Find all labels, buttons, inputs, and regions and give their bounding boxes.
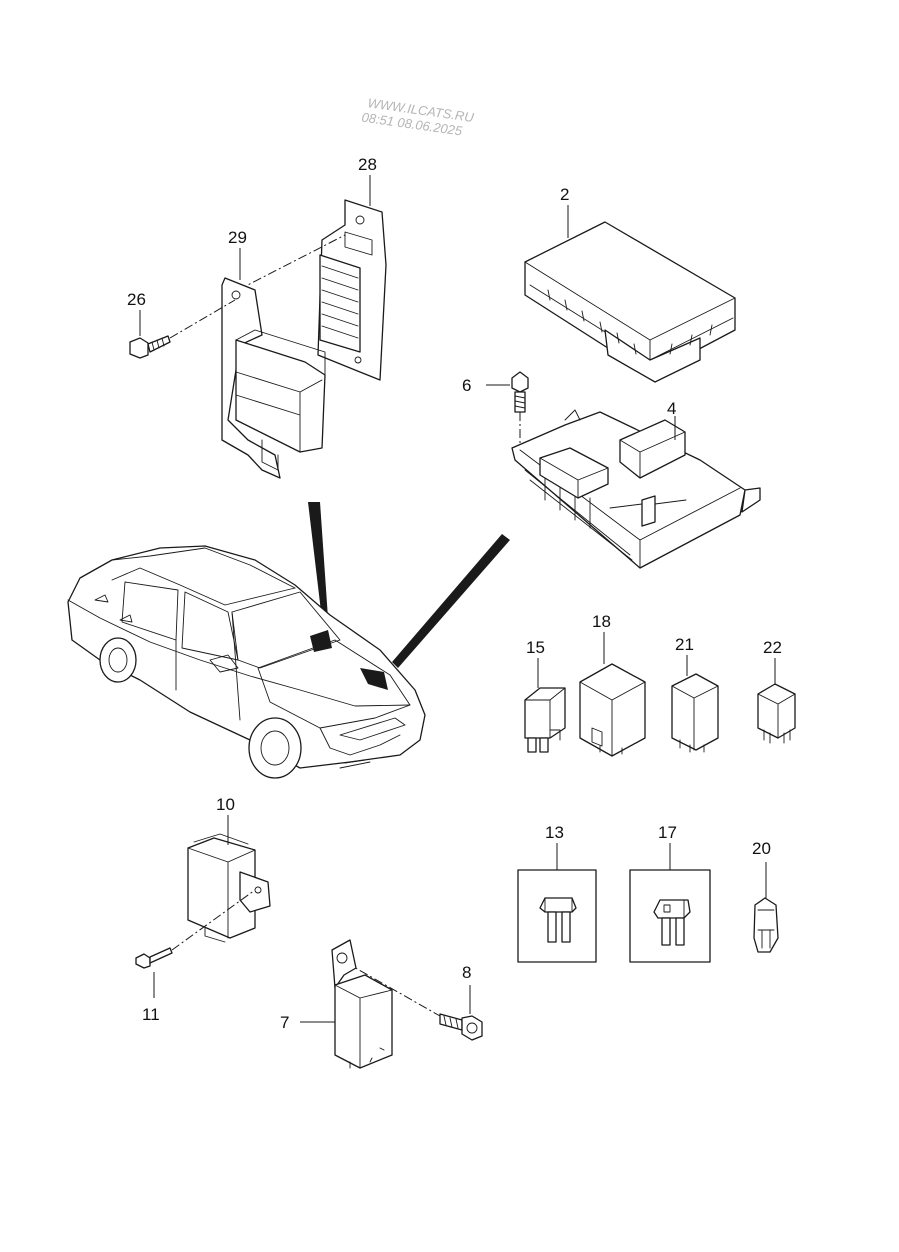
watermark: WWW.ILCATS.RU 08:51 08.06.2025 [361,95,476,138]
part-6-bolt[interactable] [511,371,529,413]
callout-18[interactable]: 18 [592,612,611,631]
part-21-relay[interactable] [671,673,719,753]
callout-6[interactable]: 6 [462,376,471,395]
callout-28[interactable]: 28 [358,155,377,174]
callout-4[interactable]: 4 [667,399,676,418]
callout-7[interactable]: 7 [280,1013,289,1032]
assembly-line-29-28 [237,234,346,291]
part-17-fuse[interactable] [629,869,711,963]
part-18-relay[interactable] [579,663,646,757]
part-20-fuse-puller[interactable] [753,897,779,953]
callout-8[interactable]: 8 [462,963,471,982]
part-29-module-bracket[interactable] [221,277,326,479]
callout-11[interactable]: 11 [142,1005,160,1024]
location-pointer-left [308,502,328,620]
part-4-fuse-box-base[interactable] [511,409,761,569]
callout-21[interactable]: 21 [675,635,694,654]
callout-20[interactable]: 20 [752,839,771,858]
part-22-micro-relay[interactable] [757,683,796,744]
callout-22[interactable]: 22 [763,638,782,657]
part-15-relay[interactable] [524,687,566,753]
callout-17[interactable]: 17 [658,823,677,842]
part-13-fuse[interactable] [517,869,597,963]
callout-13[interactable]: 13 [545,823,564,842]
part-7-relay-bracket[interactable] [331,939,393,1069]
part-8-bolt[interactable] [439,1013,483,1041]
location-pointer-right [392,534,510,668]
part-26-bolt[interactable] [129,335,171,359]
car-illustration [67,545,426,779]
part-11-screw[interactable] [135,947,173,969]
assembly-line-11-10 [171,889,256,951]
callout-15[interactable]: 15 [526,638,545,657]
part-2-fuse-box-cover[interactable] [524,221,736,383]
callout-26[interactable]: 26 [127,290,146,309]
part-28-relay-bracket[interactable] [317,199,387,381]
assembly-line-26-29 [169,299,236,339]
callout-2[interactable]: 2 [560,185,569,204]
callout-29[interactable]: 29 [228,228,247,247]
callout-10[interactable]: 10 [216,795,235,814]
part-10-control-module[interactable] [187,833,271,943]
assembly-line-8-7 [344,961,441,1017]
